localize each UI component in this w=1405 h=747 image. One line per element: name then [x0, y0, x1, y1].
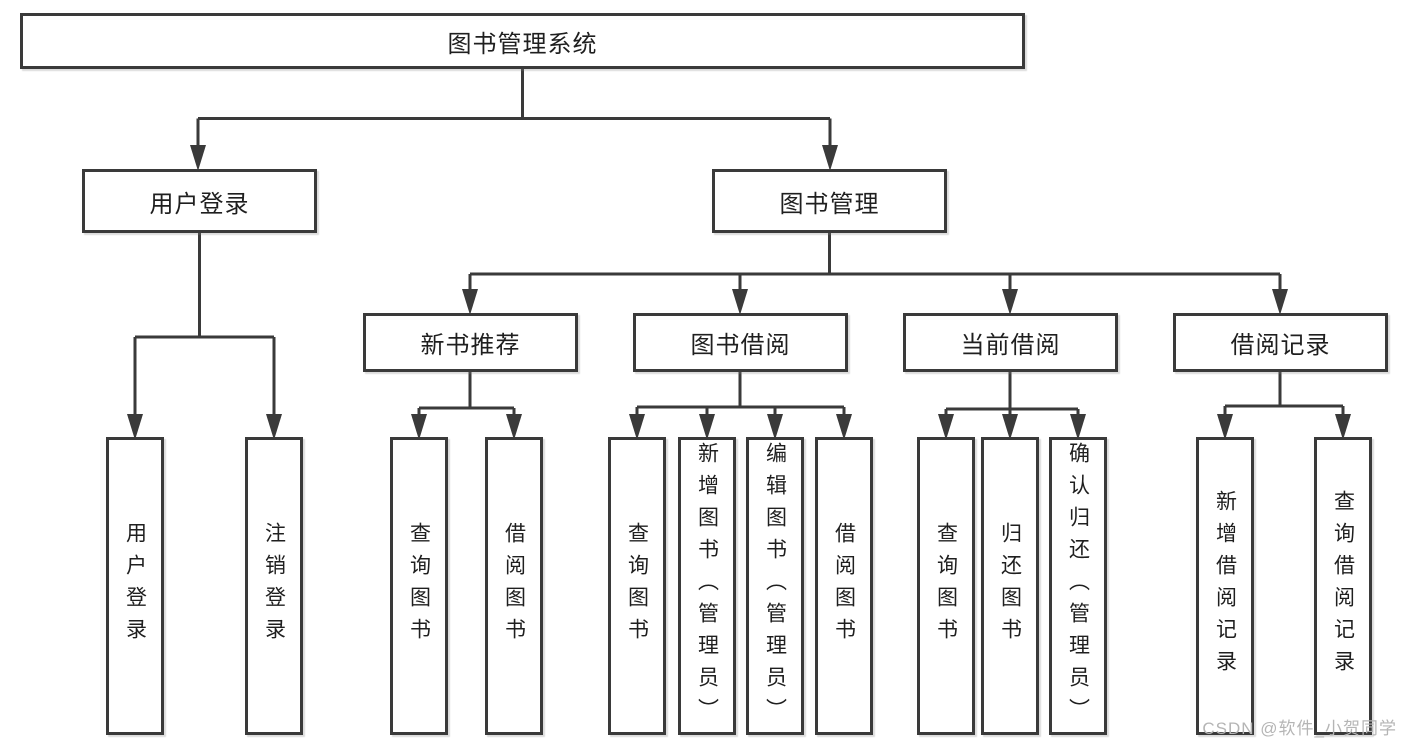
- node-label: 借阅记录: [1230, 332, 1331, 359]
- node-label: 查询图书: [934, 522, 958, 650]
- tree-edges: [133, 69, 1345, 418]
- leaf-query-books-current: 查询图书: [917, 437, 975, 735]
- node-label: 确认归还（管理员）: [1066, 442, 1090, 730]
- node-label: 用户登录: [149, 190, 250, 218]
- leaf-add-borrow-record: 新增借阅记录: [1196, 437, 1254, 735]
- leaf-edit-books-admin: 编辑图书（管理员）: [746, 437, 804, 735]
- leaf-query-books-recommendation: 查询图书: [390, 437, 448, 735]
- node-label: 新增借阅记录: [1213, 490, 1237, 682]
- node-label: 查询图书: [407, 522, 431, 650]
- arrowheads: [127, 145, 1351, 440]
- node-label: 当前借阅: [960, 332, 1061, 359]
- leaf-add-books-admin: 新增图书（管理员）: [678, 437, 736, 735]
- node-library-management-system: 图书管理系统: [20, 13, 1025, 69]
- node-label: 借阅图书: [832, 522, 856, 650]
- node-borrowing-records: 借阅记录: [1173, 313, 1388, 372]
- node-label: 图书借阅: [690, 332, 791, 359]
- node-label: 注销登录: [262, 522, 286, 650]
- csdn-watermark: CSDN @软件_小贺同学: [1202, 719, 1397, 738]
- leaf-return-books: 归还图书: [981, 437, 1039, 735]
- leaf-confirm-return-admin: 确认归还（管理员）: [1049, 437, 1107, 735]
- leaf-query-borrow-record: 查询借阅记录: [1314, 437, 1372, 735]
- leaf-user-login: 用户登录: [106, 437, 164, 735]
- node-label: 图书管理: [779, 190, 880, 218]
- node-label: 图书管理系统: [447, 30, 598, 58]
- node-user-login-group: 用户登录: [82, 169, 317, 233]
- node-label: 用户登录: [123, 522, 147, 650]
- node-label: 查询借阅记录: [1331, 490, 1355, 682]
- leaf-logout: 注销登录: [245, 437, 303, 735]
- node-label: 新增图书（管理员）: [695, 442, 719, 730]
- node-label: 查询图书: [625, 522, 649, 650]
- leaf-query-books-borrowing: 查询图书: [608, 437, 666, 735]
- node-new-book-recommendation: 新书推荐: [363, 313, 578, 372]
- node-label: 编辑图书（管理员）: [763, 442, 787, 730]
- node-label: 借阅图书: [502, 522, 526, 650]
- leaf-borrow-books-recommendation: 借阅图书: [485, 437, 543, 735]
- leaf-borrow-books: 借阅图书: [815, 437, 873, 735]
- node-label: 归还图书: [998, 522, 1022, 650]
- node-label: 新书推荐: [420, 332, 521, 359]
- node-book-borrowing: 图书借阅: [633, 313, 848, 372]
- node-book-management-group: 图书管理: [712, 169, 947, 233]
- node-current-borrowing: 当前借阅: [903, 313, 1118, 372]
